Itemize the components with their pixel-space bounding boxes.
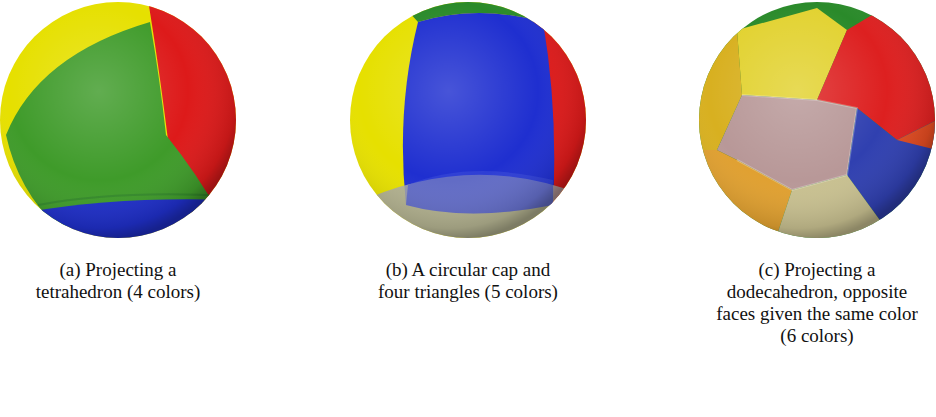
figure-caption: (a) Projecting a tetrahedron (4 colors) (20, 259, 216, 303)
tetrahedron-sphere (0, 0, 238, 240)
cap-sphere (348, 0, 588, 240)
dodecahedron-sphere (697, 0, 936, 245)
figure-caption: (c) Projecting a dodecahedron, opposite … (714, 259, 920, 347)
figure-caption: (b) A circular cap and four triangles (5… (370, 259, 566, 303)
